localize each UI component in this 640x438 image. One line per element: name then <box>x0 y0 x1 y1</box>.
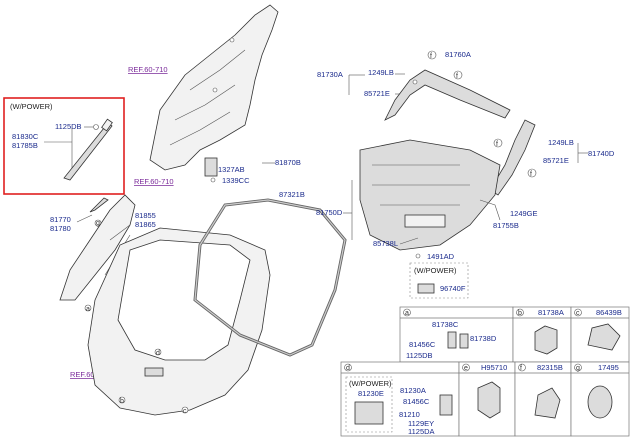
svg-text:b: b <box>518 310 522 317</box>
label-81738d[interactable]: 81738D <box>470 334 497 343</box>
box-f: f 82315B <box>514 361 572 437</box>
label-81230a[interactable]: 81230A <box>400 386 426 395</box>
label-87321b[interactable]: 87321B <box>279 190 305 199</box>
hinge-bracket-part: a <box>59 194 136 313</box>
label-1129ey[interactable]: 1129EY <box>408 419 434 428</box>
box-a: a 81738C 81456C 81738D 1125DB <box>399 306 514 363</box>
svg-text:f: f <box>430 53 432 60</box>
label-1339cc[interactable]: 1339CC <box>222 176 250 185</box>
side-trim-part <box>489 119 536 196</box>
label-1249lb-b[interactable]: 1249LB <box>548 138 574 147</box>
label-81456c-d[interactable]: 81456C <box>403 397 430 406</box>
svg-text:d: d <box>346 365 350 372</box>
label-81210[interactable]: 81210 <box>399 410 420 419</box>
label-81738c[interactable]: 81738C <box>432 320 459 329</box>
label-1125db-left[interactable]: 1125DB <box>55 122 82 131</box>
svg-text:a: a <box>86 306 90 313</box>
wpower-mid-box <box>409 262 469 299</box>
label-h95710[interactable]: H95710 <box>481 363 507 372</box>
label-81770[interactable]: 81770 <box>50 215 71 224</box>
svg-text:f: f <box>496 141 498 148</box>
ref-bot[interactable]: REF.60-737 <box>70 370 110 379</box>
label-1125da[interactable]: 1125DA <box>408 427 435 436</box>
label-1327ab[interactable]: 1327AB <box>218 165 245 174</box>
svg-text:c: c <box>183 408 187 415</box>
svg-text:e: e <box>464 365 468 372</box>
box-d: d (W/POWER) 81230E 81230A 81456C 81210 1… <box>340 361 460 437</box>
label-1249lb-a[interactable]: 1249LB <box>368 68 394 77</box>
label-1491ad[interactable]: 1491AD <box>427 252 455 261</box>
svg-text:f: f <box>530 171 532 178</box>
label-96740f[interactable]: 96740F <box>440 284 466 293</box>
label-82315b[interactable]: 82315B <box>537 363 563 372</box>
tailgate-outer-panel: d c b <box>87 227 271 416</box>
label-81785b[interactable]: 81785B <box>12 141 38 150</box>
label-1125db-a[interactable]: 1125DB <box>406 351 433 360</box>
label-81750d[interactable]: 81750D <box>316 208 343 217</box>
label-81760a[interactable]: 81760A <box>445 50 471 59</box>
ref-mid[interactable]: REF.60-710 <box>134 177 174 186</box>
label-85721e-a[interactable]: 85721E <box>364 89 390 98</box>
svg-text:b: b <box>120 398 124 405</box>
label-85721e-b[interactable]: 85721E <box>543 156 569 165</box>
label-81730a[interactable]: 81730A <box>317 70 343 79</box>
label-81865[interactable]: 81865 <box>135 220 156 229</box>
svg-text:a: a <box>405 310 409 317</box>
wpower-d-header: (W/POWER) <box>349 379 392 388</box>
label-81456c-a[interactable]: 81456C <box>409 340 436 349</box>
wpower-left-header: (W/POWER) <box>10 102 53 111</box>
svg-text:g: g <box>96 220 100 227</box>
svg-text:f: f <box>456 73 458 80</box>
svg-text:c: c <box>576 310 580 317</box>
label-1249ge[interactable]: 1249GE <box>510 209 538 218</box>
label-81740d[interactable]: 81740D <box>588 149 615 158</box>
label-81855[interactable]: 81855 <box>135 211 156 220</box>
wpower-mid-header: (W/POWER) <box>414 266 457 275</box>
box-b: b 81738A <box>512 306 572 363</box>
box-g: g 17495 <box>570 361 630 437</box>
svg-text:d: d <box>156 350 160 357</box>
power-strut-part <box>63 118 113 181</box>
box-e: e H95710 <box>458 361 516 437</box>
label-81230e[interactable]: 81230E <box>358 389 384 398</box>
label-17495[interactable]: 17495 <box>598 363 619 372</box>
latch-bracket-part <box>204 157 218 183</box>
body-panel-part <box>149 4 279 171</box>
svg-text:g: g <box>576 365 580 372</box>
label-85738l[interactable]: 85738L <box>373 239 398 248</box>
gas-strut-part: g <box>89 197 109 227</box>
label-81870b[interactable]: 81870B <box>275 158 301 167</box>
label-86439b[interactable]: 86439B <box>596 308 622 317</box>
label-81738a[interactable]: 81738A <box>538 308 564 317</box>
sensor-part <box>417 283 435 294</box>
upper-trim-part <box>384 69 511 121</box>
label-81780[interactable]: 81780 <box>50 224 71 233</box>
label-81830c[interactable]: 81830C <box>12 132 39 141</box>
box-c: c 86439B <box>570 306 630 363</box>
label-81755b[interactable]: 81755B <box>493 221 519 230</box>
ref-top[interactable]: REF.60-710 <box>128 65 168 74</box>
wpower-highlight-box <box>3 97 125 195</box>
inner-trim-panel <box>359 139 501 251</box>
svg-text:f: f <box>520 365 522 372</box>
